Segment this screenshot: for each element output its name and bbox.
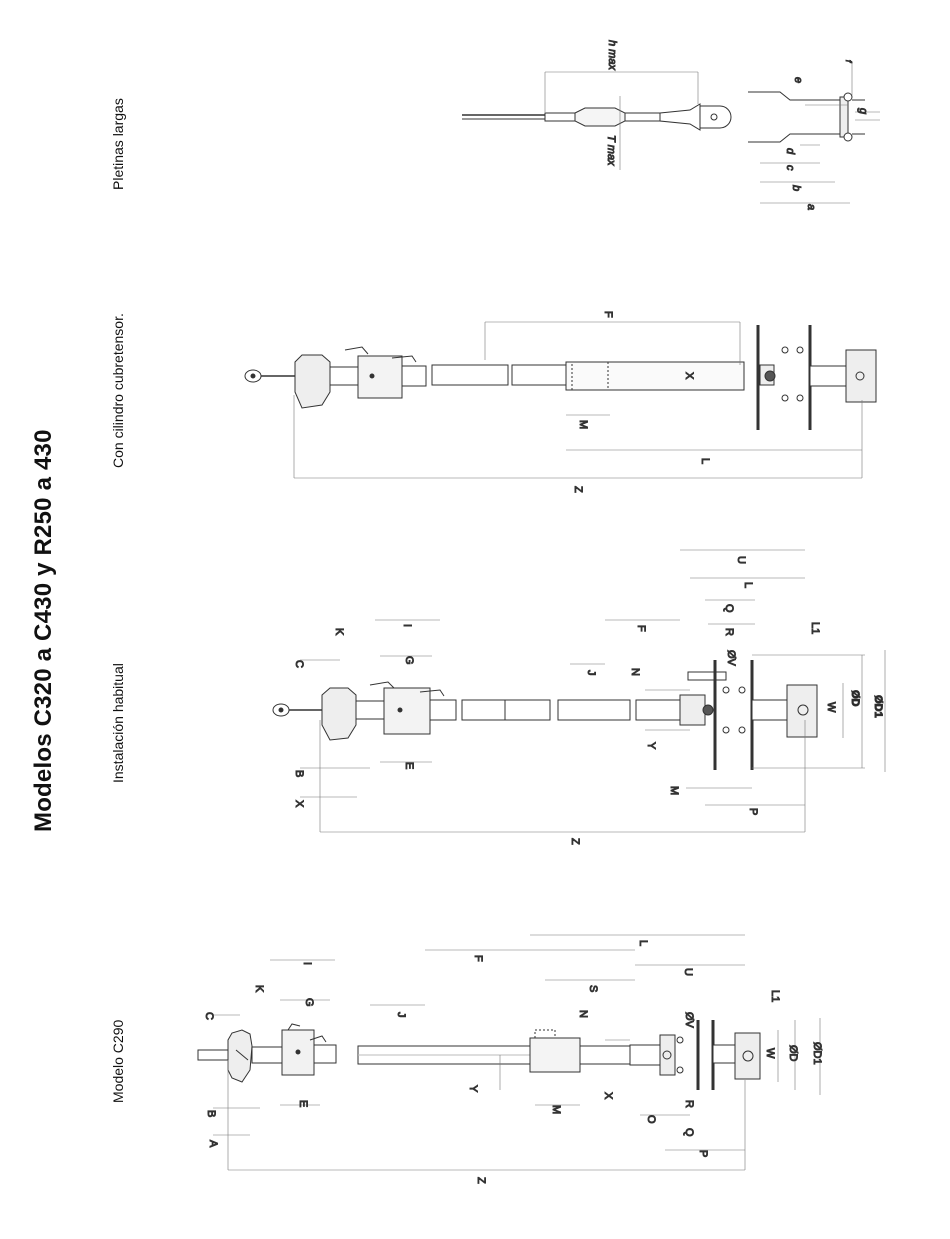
- dim-label-X: X: [293, 800, 305, 808]
- dim-label-P: P: [747, 808, 759, 815]
- dim-label-L1: L1: [809, 622, 821, 634]
- drawing-cubretensor: F M X L Z: [245, 311, 876, 493]
- dim-label-Y: Y: [467, 1085, 479, 1093]
- dim-label-S: S: [587, 985, 599, 992]
- dim-label-J: J: [585, 670, 597, 676]
- dim-label-Z: Z: [475, 1177, 487, 1184]
- drawing-c290: A B C K E G I J F Y M S N X L U O R Q ØV…: [198, 935, 823, 1184]
- dim-label-U: U: [682, 968, 694, 976]
- dim-label-R: R: [683, 1100, 695, 1108]
- cubretensor-part-geometry: [245, 325, 876, 430]
- drawing-pletinas: h max T max e g d c b a f: [462, 40, 880, 210]
- dim-label-Q: Q: [723, 604, 735, 613]
- dim-label-F: F: [602, 311, 614, 318]
- dim-label-L: L: [637, 940, 649, 946]
- dim-label-O: O: [645, 1115, 657, 1124]
- dim-label-L: L: [699, 458, 711, 464]
- dim-label-Q: Q: [683, 1128, 695, 1137]
- dim-label-R: R: [723, 628, 735, 636]
- dim-label-N: N: [629, 668, 641, 676]
- dim-label-C: C: [293, 660, 305, 668]
- cubretensor-dimension-lines: [294, 322, 862, 478]
- dim-label-d: d: [784, 148, 796, 155]
- dim-label-D1: ØD1: [872, 695, 884, 718]
- dim-label-L: L: [742, 582, 754, 588]
- dim-label-X: X: [602, 1092, 614, 1100]
- dim-label-I: I: [401, 624, 413, 627]
- dim-label-A: A: [207, 1140, 219, 1148]
- dim-label-G: G: [303, 998, 315, 1007]
- dim-label-M: M: [550, 1105, 562, 1114]
- dim-label-K: K: [333, 628, 345, 636]
- dim-label-B: B: [293, 770, 305, 777]
- dim-label-N: N: [577, 1010, 589, 1018]
- dim-label-f: f: [844, 60, 853, 63]
- dim-label-U: U: [735, 556, 747, 564]
- dim-label-g: g: [857, 108, 869, 115]
- dim-label-P: P: [697, 1150, 709, 1157]
- dim-label-W: W: [825, 702, 837, 713]
- dim-label-D1: ØD1: [811, 1042, 823, 1065]
- dim-label-J: J: [395, 1012, 407, 1018]
- dim-label-X: X: [683, 372, 695, 380]
- drawing-habitual: X B C K E G I J F N Y M U L Q R ØV L1 W …: [273, 550, 885, 845]
- dim-label-L1: L1: [769, 990, 781, 1002]
- dim-label-Z: Z: [572, 486, 584, 493]
- dim-label-V: ØV: [683, 1012, 695, 1029]
- pletinas-part-geometry: [462, 92, 865, 142]
- dim-label-a: a: [805, 204, 817, 210]
- cubretensor-dimension-labels: F M X L Z: [572, 311, 711, 493]
- dim-label-F: F: [472, 955, 484, 962]
- dim-label-G: G: [403, 656, 415, 665]
- habitual-part-geometry: [273, 660, 817, 770]
- dim-label-c: c: [784, 165, 796, 171]
- dim-label-E: E: [297, 1100, 309, 1107]
- dim-label-b: b: [790, 185, 802, 191]
- dim-label-Tmax: T max: [605, 135, 617, 166]
- dim-label-M: M: [577, 420, 589, 429]
- dim-label-D: ØD: [787, 1045, 799, 1062]
- pletinas-dimension-labels: h max T max e g d c b a f: [605, 40, 869, 210]
- dim-label-I: I: [301, 962, 313, 965]
- dim-label-hmax: h max: [606, 40, 618, 70]
- dim-label-E: E: [403, 762, 415, 769]
- dim-label-C: C: [203, 1012, 215, 1020]
- dim-label-Z: Z: [569, 838, 581, 845]
- dim-label-V: ØV: [725, 650, 737, 667]
- dim-label-W: W: [764, 1048, 776, 1059]
- dim-label-D: ØD: [849, 690, 861, 707]
- c290-part-geometry: [198, 1020, 760, 1090]
- dim-label-K: K: [253, 985, 265, 993]
- dim-label-F: F: [635, 625, 647, 632]
- dim-label-e: e: [792, 77, 804, 83]
- pletinas-dimension-lines: [545, 62, 880, 203]
- dim-label-Y: Y: [645, 742, 657, 750]
- dim-label-B: B: [205, 1110, 217, 1117]
- dim-label-M: M: [668, 786, 680, 795]
